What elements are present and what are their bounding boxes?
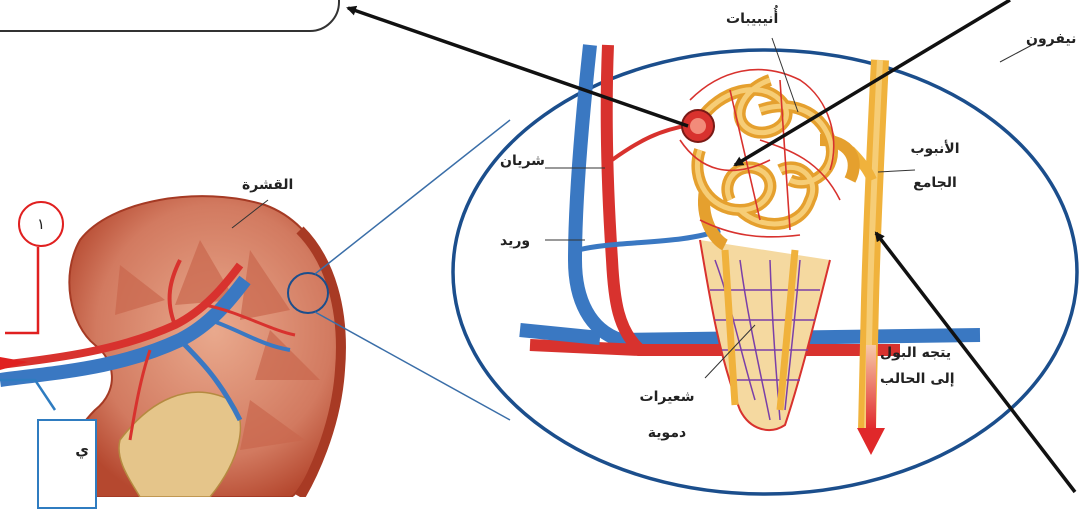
label-nephron: نيفرون [1026,30,1076,48]
label-tubules: أُنيبيبات [726,10,778,28]
urine-flow-arrow-shaft [866,345,876,430]
label-urine-2: إلى الحالب [880,370,955,388]
red-bracket-line [5,247,38,333]
kidney-nephron-diagram [0,0,1082,497]
label-collecting-duct-2: الجامع [905,174,965,192]
blue-answer-box: ي [37,419,97,509]
label-artery: شريان [500,152,545,170]
empty-answer-box [0,0,340,32]
blue-box-text: ي [75,441,89,459]
arrow-to-callout-box [348,8,688,126]
label-cortex: القشرة [242,176,293,194]
label-urine-1: يتجه البول [880,344,951,362]
label-capillaries-1: شعيرات [632,388,702,406]
label-capillaries-2: دموية [632,424,702,442]
label-collecting-duct-1: الأنبوب [905,140,965,158]
number-one-marker: ١ [18,201,64,247]
label-vein: وريد [500,232,530,250]
